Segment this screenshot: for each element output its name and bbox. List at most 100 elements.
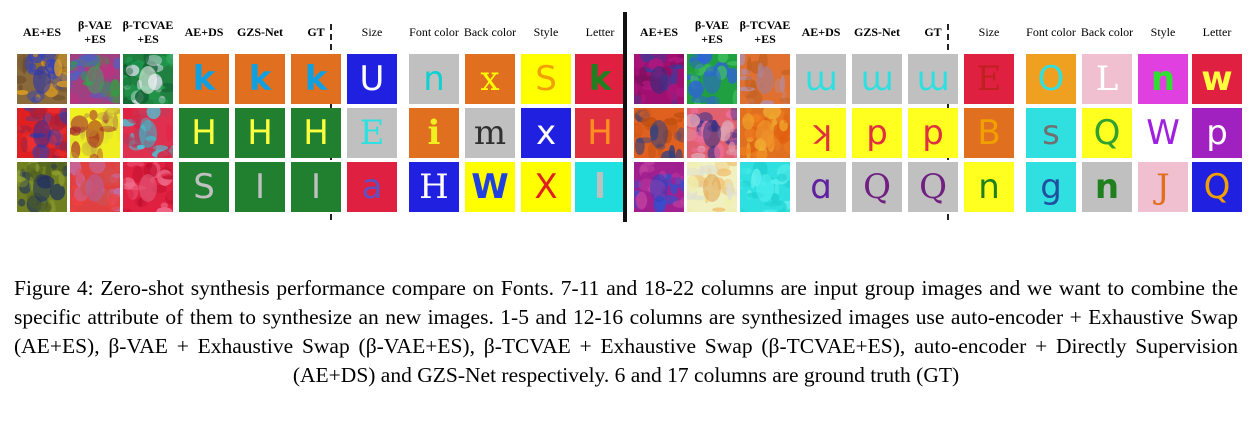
left-tile-r1-c7: U	[347, 54, 397, 104]
tile-glyph: n	[1150, 59, 1176, 99]
right-tile-r2-c7: B	[964, 108, 1014, 158]
right-column-header-5: GZS-Net	[854, 25, 900, 39]
tile-glyph: B	[977, 113, 1001, 153]
left-tile-r2-c3	[123, 108, 173, 158]
left-tile-r3-c11: l	[575, 162, 625, 212]
tile-glyph: k	[192, 59, 216, 99]
tile-glyph: W	[1146, 113, 1180, 153]
right-tile-r3-c8: g	[1026, 162, 1076, 212]
right-tile-r1-c5: ɯ	[852, 54, 902, 104]
tile-glyph: a	[361, 167, 383, 207]
right-tile-r2-c11: p	[1192, 108, 1242, 158]
blurry-glyph-image	[740, 108, 790, 158]
left-tile-r2-c4: H	[179, 108, 229, 158]
left-column-header-9: Back color	[463, 25, 517, 39]
right-column-header-2: β-VAE +ES	[694, 18, 730, 46]
tile-glyph: p	[922, 113, 944, 153]
right-column-header-6: GT	[924, 25, 942, 39]
tile-glyph: w	[1201, 59, 1233, 99]
tile-glyph: l	[594, 167, 606, 207]
tile-glyph: ɑ	[810, 167, 832, 207]
right-tile-r1-c10: n	[1138, 54, 1188, 104]
tile-glyph: k	[588, 59, 612, 99]
right-tile-r2-c1	[634, 108, 684, 158]
right-tile-r3-c10: J	[1138, 162, 1188, 212]
left-column-header-5: GZS-Net	[237, 25, 283, 39]
tile-glyph: O	[1037, 59, 1065, 99]
tile-glyph: i	[427, 113, 441, 153]
left-tile-r1-c11: k	[575, 54, 625, 104]
right-tile-r2-c3	[740, 108, 790, 158]
left-tile-r1-c4: k	[179, 54, 229, 104]
tile-glyph: n	[1094, 167, 1120, 207]
left-tile-r1-c1	[17, 54, 67, 104]
left-column-header-3: β-TCVAE +ES	[122, 18, 174, 46]
blurry-glyph-image	[634, 162, 684, 212]
right-tile-r1-c7: E	[964, 54, 1014, 104]
right-tile-r1-c4: ɯ	[796, 54, 846, 104]
tile-glyph: H	[303, 113, 329, 153]
tile-glyph: E	[976, 59, 1002, 99]
left-tile-r2-c9: m	[465, 108, 515, 158]
left-column-header-7: Size	[361, 25, 383, 39]
blurry-glyph-image	[17, 54, 67, 104]
tile-glyph: J	[1156, 167, 1170, 207]
right-column-header-10: Style	[1150, 25, 1176, 39]
right-tile-r2-c2	[687, 108, 737, 158]
right-tile-r3-c1	[634, 162, 684, 212]
tile-glyph: X	[534, 167, 558, 207]
left-tile-r2-c2	[70, 108, 120, 158]
tile-glyph: H	[191, 113, 217, 153]
tile-glyph: H	[247, 113, 273, 153]
right-tile-r1-c6: ɯ	[908, 54, 958, 104]
tile-glyph: g	[1040, 167, 1062, 207]
left-tile-r3-c6: I	[291, 162, 341, 212]
right-tile-r2-c8: s	[1026, 108, 1076, 158]
tile-glyph: Q	[1093, 113, 1121, 153]
left-column-header-4: AE+DS	[184, 25, 224, 39]
tile-glyph: k	[304, 59, 328, 99]
tile-glyph: Q	[1203, 167, 1231, 207]
right-tile-r1-c1	[634, 54, 684, 104]
right-tile-r2-c4: ʞ	[796, 108, 846, 158]
left-tile-r2-c6: H	[291, 108, 341, 158]
left-tile-r2-c8: i	[409, 108, 459, 158]
right-tile-r3-c3	[740, 162, 790, 212]
left-column-header-1: AE+ES	[22, 25, 62, 39]
tile-glyph: n	[978, 167, 1000, 207]
right-column-header-7: Size	[978, 25, 1000, 39]
blurry-glyph-image	[17, 108, 67, 158]
tile-glyph: Q	[919, 167, 947, 207]
right-tile-r3-c7: n	[964, 162, 1014, 212]
right-column-header-9: Back color	[1080, 25, 1134, 39]
tile-glyph: L	[1095, 59, 1119, 99]
right-tile-r3-c11: Q	[1192, 162, 1242, 212]
tile-glyph: I	[310, 167, 322, 207]
left-column-header-10: Style	[533, 25, 559, 39]
tile-glyph: ɯ	[916, 59, 950, 99]
blurry-glyph-image	[70, 54, 120, 104]
blurry-glyph-image	[634, 108, 684, 158]
blurry-glyph-image	[687, 162, 737, 212]
right-tile-r1-c2	[687, 54, 737, 104]
tile-glyph: E	[359, 113, 385, 153]
tile-glyph: p	[1206, 113, 1228, 153]
left-column-header-11: Letter	[585, 25, 615, 39]
blurry-glyph-image	[123, 108, 173, 158]
tile-glyph: x	[480, 59, 500, 99]
right-tile-r2-c5: p	[852, 108, 902, 158]
right-tile-r3-c5: Q	[852, 162, 902, 212]
tile-glyph: s	[1042, 113, 1060, 153]
tile-glyph: H	[587, 113, 613, 153]
blurry-glyph-image	[687, 108, 737, 158]
right-tile-r1-c8: O	[1026, 54, 1076, 104]
right-column-header-1: AE+ES	[639, 25, 679, 39]
right-tile-r3-c2	[687, 162, 737, 212]
left-tile-r1-c3	[123, 54, 173, 104]
right-column-header-3: β-TCVAE +ES	[739, 18, 791, 46]
blurry-glyph-image	[634, 54, 684, 104]
tile-glyph: m	[473, 113, 507, 153]
right-tile-r1-c9: L	[1082, 54, 1132, 104]
left-tile-r1-c2	[70, 54, 120, 104]
